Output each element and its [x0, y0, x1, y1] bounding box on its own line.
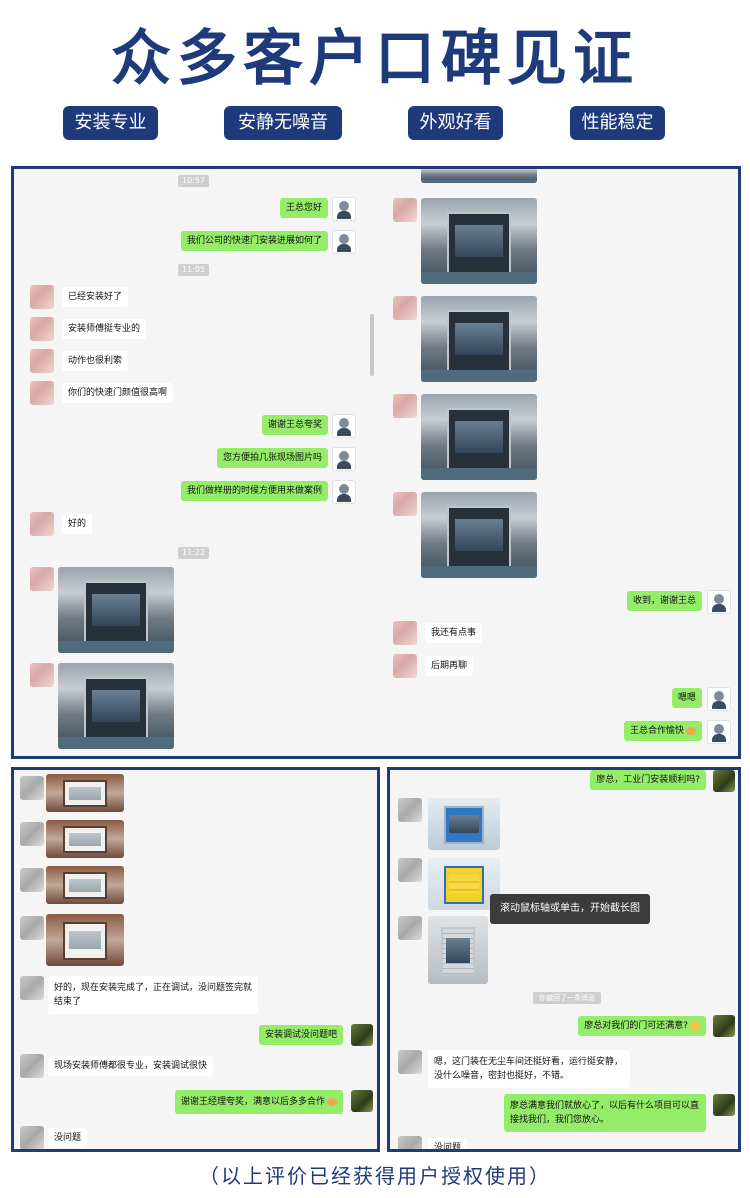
chat-bubble-sent: 我们做样册的时候方便用来做案例 — [180, 481, 328, 501]
avatar — [20, 776, 44, 800]
handshake-emoji-icon — [327, 1097, 337, 1106]
screenshot-tooltip: 滚动鼠标轴或单击，开始截长图 — [490, 894, 650, 924]
avatar — [398, 1050, 422, 1074]
avatar — [398, 798, 422, 822]
chat-bubble-received: 我还有点事 — [425, 623, 483, 643]
avatar — [30, 349, 54, 373]
chat-bubble-received: 动作也很利索 — [62, 351, 129, 371]
avatar — [393, 198, 417, 222]
chat-bubble-sent: 廖总满意我们就放心了，以后有什么项目可以直接找我们，我们您放心。 — [504, 1094, 706, 1132]
badge-quiet: 安静无噪音 — [224, 106, 342, 140]
chat-bubble-sent: 王总合作愉快 — [623, 721, 702, 741]
chat-panel-main: 10:57 王总您好 我们公司的快速门安装进展如何了 11:05 已经安装好了 … — [11, 166, 741, 759]
avatar — [332, 197, 356, 221]
chat-bubble-sent: 收到，谢谢王总 — [626, 591, 702, 611]
chat-bubble-received: 现场安装师傅都很专业，安装调试很快 — [48, 1056, 214, 1076]
avatar — [393, 296, 417, 320]
avatar — [30, 663, 54, 687]
avatar — [20, 976, 44, 1000]
avatar — [713, 1094, 735, 1116]
chat-bubble-received: 你们的快速门颜值很高啊 — [62, 383, 174, 403]
avatar — [707, 687, 731, 711]
site-photo[interactable] — [46, 914, 124, 966]
chat-column-left[interactable]: 10:57 王总您好 我们公司的快速门安装进展如何了 11:05 已经安装好了 … — [14, 169, 379, 756]
avatar — [713, 770, 735, 792]
site-photo[interactable] — [428, 858, 500, 910]
chat-bubble-received: 好的，现在安装完成了，正在调试，没问题签完就结束了 — [48, 976, 258, 1014]
site-photo[interactable] — [58, 663, 174, 749]
avatar — [713, 1015, 735, 1037]
site-photo[interactable] — [428, 798, 500, 850]
chat-bubble-received: 好的 — [62, 514, 93, 534]
avatar — [351, 1090, 373, 1112]
chat-bubble-sent: 嗯嗯 — [671, 688, 702, 708]
chat-bubble-sent: 廖总对我们的门可还满意? — [578, 1016, 706, 1036]
avatar — [30, 567, 54, 591]
site-photo[interactable] — [46, 820, 124, 858]
avatar — [393, 621, 417, 645]
avatar — [393, 394, 417, 418]
chat-bubble-received: 嗯，这门装在无尘车间还挺好看，运行挺安静，没什么噪音，密封也挺好，不错。 — [428, 1050, 630, 1088]
chat-bubble-received: 已经安装好了 — [62, 287, 129, 307]
avatar — [20, 822, 44, 846]
timestamp: 11:05 — [178, 264, 210, 276]
avatar — [398, 916, 422, 940]
avatar — [20, 916, 44, 940]
handshake-emoji-icon — [686, 726, 696, 735]
site-photo[interactable] — [58, 567, 174, 653]
chat-panel-bottom-left[interactable]: 好的，现在安装完成了，正在调试，没问题签完就结束了 安装调试没问题吧 现场安装师… — [11, 767, 380, 1152]
badge-stable-performance: 性能稳定 — [570, 106, 665, 140]
badge-professional-install: 安装专业 — [63, 106, 158, 140]
grin-emoji-icon — [690, 1020, 700, 1031]
system-notice: 你撤回了一条消息 — [533, 992, 601, 1004]
avatar — [30, 317, 54, 341]
authorization-note: （以上评价已经获得用户授权使用） — [199, 1164, 551, 1188]
site-photo[interactable] — [46, 866, 124, 904]
badge-good-looking: 外观好看 — [408, 106, 503, 140]
chat-bubble-sent: 安装调试没问题吧 — [258, 1025, 343, 1045]
timestamp: 10:57 — [178, 175, 210, 187]
avatar — [707, 590, 731, 614]
chat-bubble-sent: 谢谢王经理夸奖，满意以后多多合作 — [174, 1090, 343, 1114]
chat-bubble-sent: 王总您好 — [279, 198, 328, 218]
chat-bubble-sent: 谢谢王总夸奖 — [261, 415, 328, 435]
site-photo[interactable] — [46, 774, 124, 812]
chat-bubble-received: 后期再聊 — [425, 656, 474, 676]
avatar — [393, 654, 417, 678]
avatar — [398, 1136, 422, 1149]
site-photo[interactable] — [421, 169, 537, 183]
avatar — [20, 1126, 44, 1149]
scrollbar[interactable] — [370, 314, 374, 376]
chat-bubble-received: 安装师傅挺专业的 — [62, 319, 147, 339]
avatar — [30, 512, 54, 536]
chat-bubble-received: 没问题 — [428, 1138, 468, 1149]
avatar — [30, 381, 54, 405]
avatar — [332, 447, 356, 471]
chat-bubble-sent: 廖总，工业门安装顺利吗? — [590, 770, 706, 790]
page-title: 众多客户口碑见证 — [111, 24, 639, 94]
chat-bubble-sent: 您方便拍几张现场图片吗 — [216, 448, 328, 468]
site-photo[interactable] — [421, 198, 537, 284]
site-photo[interactable] — [428, 916, 488, 984]
avatar — [30, 285, 54, 309]
avatar — [20, 1054, 44, 1078]
chat-column-right[interactable]: 收到，谢谢王总 我还有点事 后期再聊 嗯嗯 王总合作愉快 — [379, 169, 738, 756]
avatar — [393, 492, 417, 516]
site-photo[interactable] — [421, 394, 537, 480]
site-photo[interactable] — [421, 296, 537, 382]
site-photo[interactable] — [421, 492, 537, 578]
avatar — [351, 1024, 373, 1046]
avatar — [20, 868, 44, 892]
avatar — [398, 858, 422, 882]
chat-bubble-sent: 我们公司的快速门安装进展如何了 — [180, 231, 328, 251]
avatar — [332, 414, 356, 438]
avatar — [332, 480, 356, 504]
chat-panel-bottom-right[interactable]: 廖总，工业门安装顺利吗? 滚动鼠标轴或单击，开始截长图 你撤回了一条消息 廖总对… — [387, 767, 741, 1152]
avatar — [332, 230, 356, 254]
chat-bubble-received: 没问题 — [48, 1128, 88, 1148]
avatar — [707, 720, 731, 744]
timestamp: 11:22 — [178, 547, 210, 559]
